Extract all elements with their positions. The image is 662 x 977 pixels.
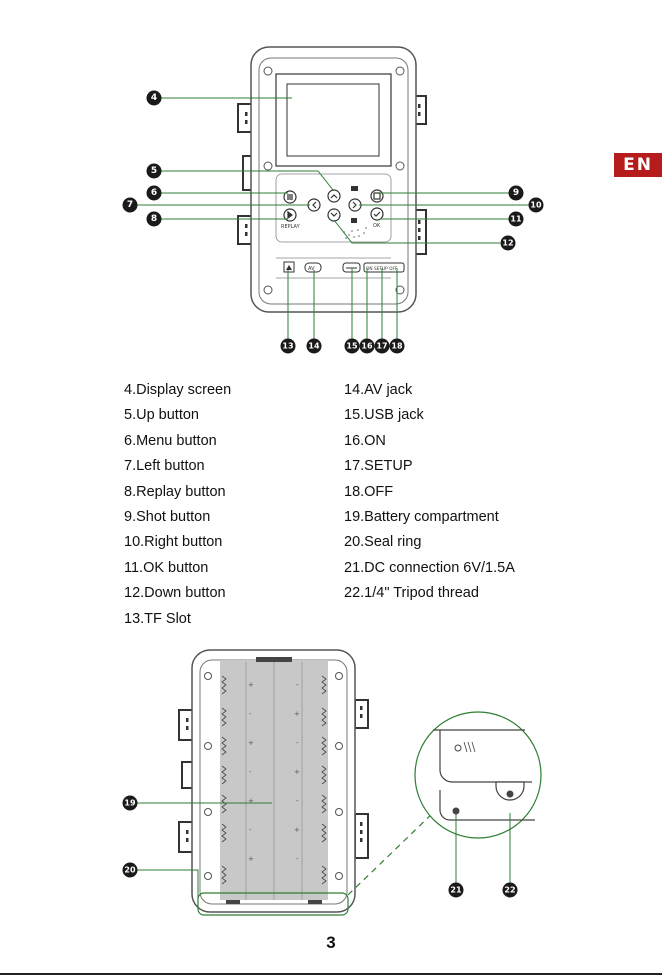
camera-body [250, 46, 417, 313]
callout-21: 21 [448, 882, 464, 898]
legend-item: 7.Left button [124, 458, 205, 475]
callout-15: 15 [344, 338, 360, 354]
svg-text:8: 8 [151, 214, 157, 224]
language-tab: EN [614, 153, 662, 177]
legend-item: 15.USB jack [344, 407, 424, 424]
legend-item: 18.OFF [344, 483, 394, 500]
svg-text:9: 9 [513, 188, 519, 198]
av-text: AV [308, 266, 315, 272]
svg-text:20: 20 [124, 866, 136, 875]
svg-text:18: 18 [391, 342, 403, 351]
svg-text:-: - [296, 739, 299, 747]
svg-text:14: 14 [308, 342, 320, 351]
svg-text:-: - [296, 681, 299, 689]
svg-text:22: 22 [504, 886, 515, 895]
battery-compartment [220, 660, 328, 900]
callout-13: 13 [280, 338, 296, 354]
svg-text:+: + [294, 768, 300, 776]
legend-item: 22.1/4" Tripod thread [344, 585, 479, 602]
legend-item: 10.Right button [124, 534, 223, 551]
battery-springs [221, 675, 327, 885]
zoom-detail [414, 711, 542, 839]
legend-item: 6.Menu button [124, 432, 217, 449]
legend-item: 11.OK button [124, 559, 209, 576]
callout-10: 10 [528, 197, 544, 213]
camera-front-diagram: REPLAY OK AV ON SETUP OFF 4 5 6 7 [122, 46, 544, 354]
svg-text:+: + [294, 826, 300, 834]
speaker-grille [343, 227, 367, 239]
svg-text:-: - [249, 710, 252, 718]
callout-markers-bottom: 19 20 21 22 [122, 795, 518, 898]
legend-right: 14.AV jack 15.USB jack 16.ON 17.SETUP 18… [344, 378, 515, 607]
legend-item: 21.DC connection 6V/1.5A [344, 559, 515, 576]
legend-item: 20.Seal ring [344, 534, 422, 551]
polarity-marks: + - - + + - - + + - - + + - [248, 681, 300, 863]
power-switch [363, 262, 405, 273]
legend-item: 14.AV jack [344, 382, 413, 398]
legend-item: 5.Up button [124, 407, 199, 424]
callout-20: 20 [122, 862, 138, 878]
display-screen [275, 73, 392, 167]
callout-6: 6 [146, 185, 162, 201]
svg-text:-: - [296, 855, 299, 863]
callout-17: 17 [374, 338, 390, 354]
callout-markers-top: 4 5 6 7 8 9 10 11 12 13 14 15 16 17 18 [122, 90, 544, 354]
svg-text:19: 19 [124, 799, 136, 808]
legend-item: 12.Down button [124, 585, 226, 602]
tf-slot [283, 261, 295, 273]
svg-text:16: 16 [361, 342, 373, 351]
legend-item: 4.Display screen [124, 382, 232, 398]
svg-text:5: 5 [151, 166, 157, 176]
page-number: 3 [326, 933, 336, 952]
svg-text:+: + [248, 681, 254, 689]
callout-5: 5 [146, 163, 162, 179]
callout-4: 4 [146, 90, 162, 106]
svg-text:+: + [294, 710, 300, 718]
av-jack [304, 262, 322, 273]
callout-11: 11 [508, 211, 524, 227]
svg-text:-: - [296, 797, 299, 805]
ok-text: OK [373, 223, 381, 229]
svg-text:-: - [249, 826, 252, 834]
svg-text:12: 12 [502, 239, 513, 248]
callout-22: 22 [502, 882, 518, 898]
svg-text:4: 4 [151, 93, 157, 103]
callout-7: 7 [122, 197, 138, 213]
legend-item: 13.TF Slot [124, 610, 191, 627]
legend-item: 9.Shot button [124, 508, 211, 525]
leader-lines [137, 97, 529, 340]
svg-text:15: 15 [346, 342, 358, 351]
svg-text:21: 21 [450, 886, 462, 895]
tripod-thread [495, 781, 525, 801]
svg-text:13: 13 [282, 342, 293, 351]
replay-text: REPLAY [281, 224, 301, 230]
svg-text:+: + [248, 855, 254, 863]
svg-text:+: + [248, 797, 254, 805]
svg-text:11: 11 [510, 215, 522, 224]
bottom-rule [0, 973, 662, 975]
callout-14: 14 [306, 338, 322, 354]
svg-text:-: - [249, 768, 252, 776]
callout-19: 19 [122, 795, 138, 811]
legend-item: 17.SETUP [344, 458, 413, 475]
callout-18: 18 [389, 338, 405, 354]
callout-9: 9 [508, 185, 524, 201]
svg-text:10: 10 [530, 201, 542, 210]
dc-connection [452, 807, 460, 815]
svg-text:17: 17 [376, 342, 387, 351]
svg-text:7: 7 [127, 200, 133, 210]
legend-item: 16.ON [344, 432, 386, 449]
legend-left: 4.Display screen 5.Up button 6.Menu butt… [124, 378, 231, 632]
legend-item: 8.Replay button [124, 483, 226, 500]
legend-item: 19.Battery compartment [344, 508, 499, 525]
svg-text:6: 6 [151, 188, 157, 198]
svg-text:+: + [248, 739, 254, 747]
callout-8: 8 [146, 211, 162, 227]
callout-12: 12 [500, 235, 516, 251]
callout-16: 16 [359, 338, 375, 354]
